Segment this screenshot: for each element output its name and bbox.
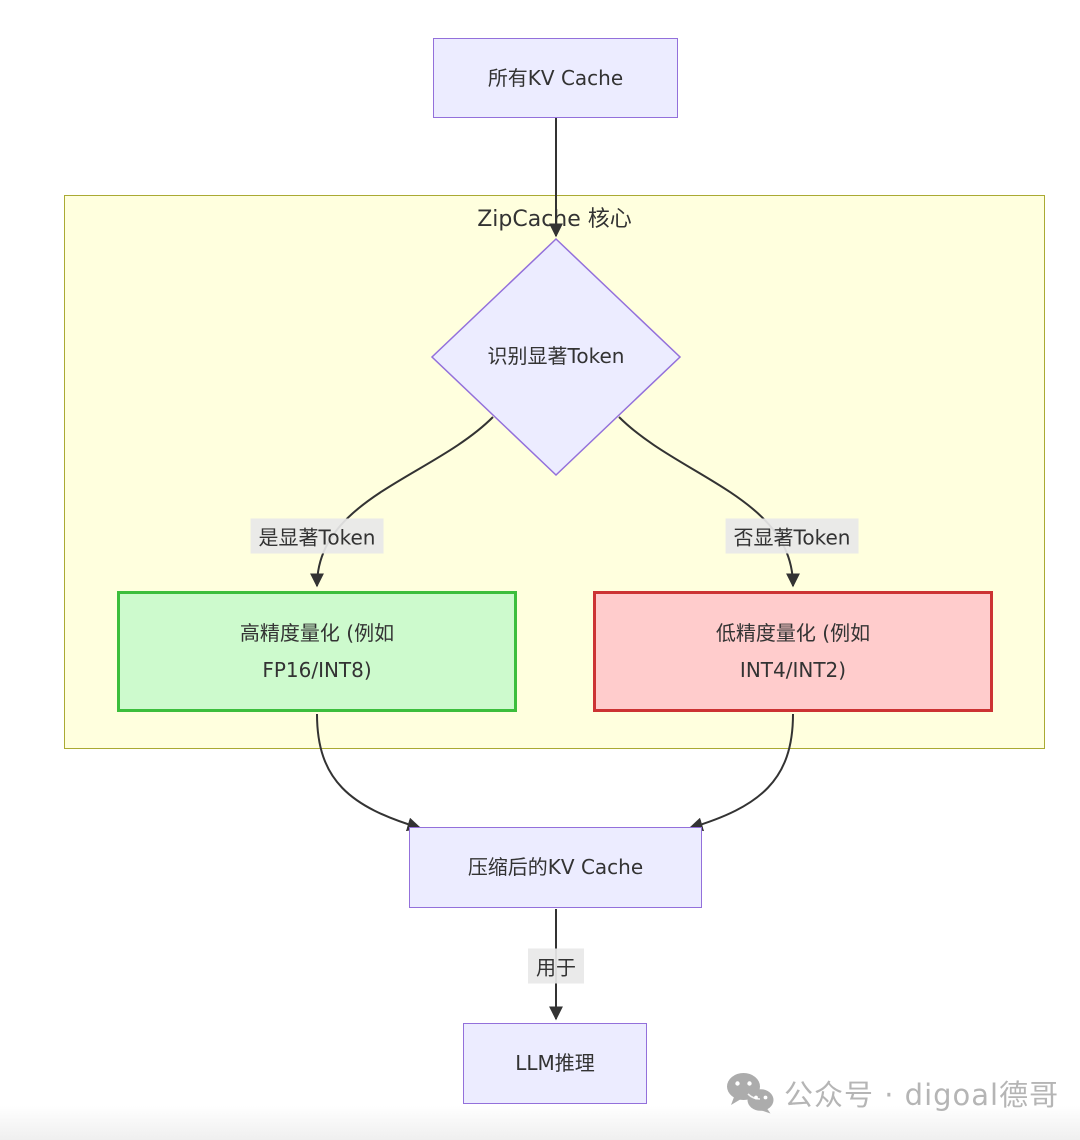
node-low-precision: 低精度量化 (例如 INT4/INT2): [593, 591, 993, 712]
watermark-text: 公众号 · digoal德哥: [784, 1078, 1060, 1112]
node-low-precision-line1: 低精度量化 (例如: [715, 620, 871, 645]
node-decision-label: 识别显著Token: [487, 344, 625, 368]
bottom-fade-strip: [0, 1106, 1080, 1140]
edge-low-to-compressed: [688, 713, 794, 832]
node-compressed-kv-cache-label: 压缩后的KV Cache: [467, 855, 644, 879]
node-high-precision: 高精度量化 (例如 FP16/INT8): [117, 591, 517, 712]
node-decision-shape: [430, 237, 682, 477]
edge-decision-to-low: [618, 416, 800, 588]
edge-label-yes: 是显著Token: [250, 518, 384, 554]
cluster-title: ZipCache 核心: [477, 207, 632, 232]
node-high-precision-line2: FP16/INT8): [262, 657, 372, 682]
node-all-kv-cache: 所有KV Cache: [433, 38, 678, 118]
node-llm-inference-label: LLM推理: [515, 1051, 595, 1075]
edge-high-to-compressed: [316, 713, 422, 832]
edge-label-use: 用于: [528, 948, 584, 984]
watermark: 公众号 · digoal德哥: [726, 1072, 1059, 1114]
node-high-precision-line1: 高精度量化 (例如: [239, 620, 395, 645]
node-low-precision-line2: INT4/INT2): [739, 657, 847, 682]
node-compressed-kv-cache: 压缩后的KV Cache: [409, 827, 702, 908]
edge-label-no: 否显著Token: [725, 518, 859, 554]
node-all-kv-cache-label: 所有KV Cache: [487, 65, 624, 90]
edge-decision-to-high: [310, 416, 494, 588]
node-llm-inference: LLM推理: [463, 1023, 647, 1104]
wechat-icon: [727, 1073, 774, 1114]
